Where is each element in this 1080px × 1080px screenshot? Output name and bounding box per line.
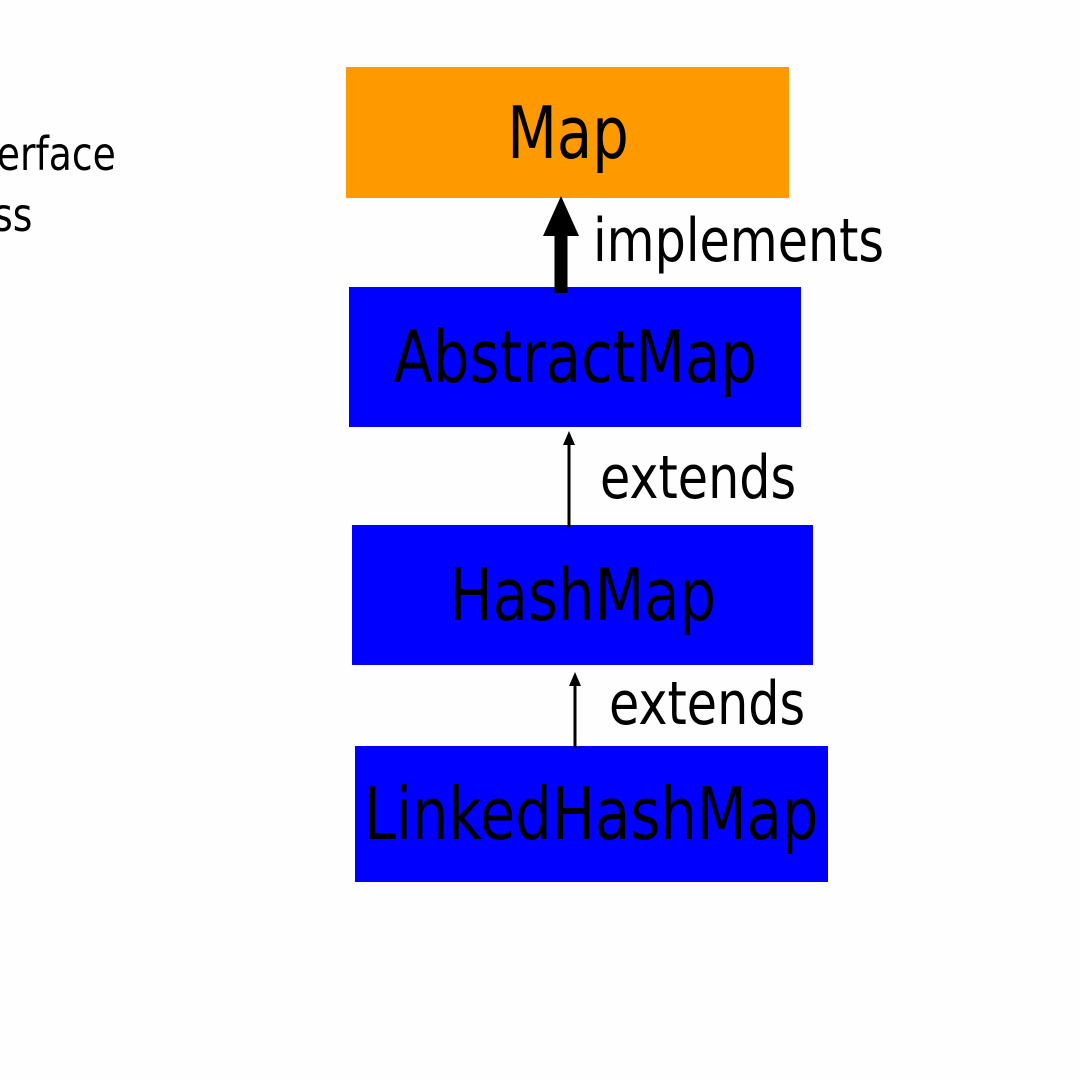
- edge-extends-label-2: extends: [609, 669, 806, 739]
- node-map: Map: [346, 67, 789, 198]
- node-linkedhashmap: LinkedHashMap: [355, 746, 828, 882]
- legend-interface-label: terface: [0, 127, 116, 181]
- edge-extends-arrow-2: [569, 672, 581, 748]
- legend-class-label: ass: [0, 188, 33, 242]
- node-abstractmap-label: AbstractMap: [393, 315, 757, 399]
- node-linkedhashmap-label: LinkedHashMap: [364, 772, 819, 856]
- node-hashmap: HashMap: [352, 525, 813, 665]
- node-abstractmap: AbstractMap: [349, 287, 801, 427]
- edge-extends-arrow-1: [563, 431, 575, 527]
- edge-implements-arrow: [543, 196, 579, 293]
- edge-implements-label: implements: [593, 206, 885, 276]
- node-hashmap-label: HashMap: [449, 553, 716, 637]
- edge-extends-label-1: extends: [600, 443, 797, 513]
- node-map-label: Map: [506, 90, 629, 175]
